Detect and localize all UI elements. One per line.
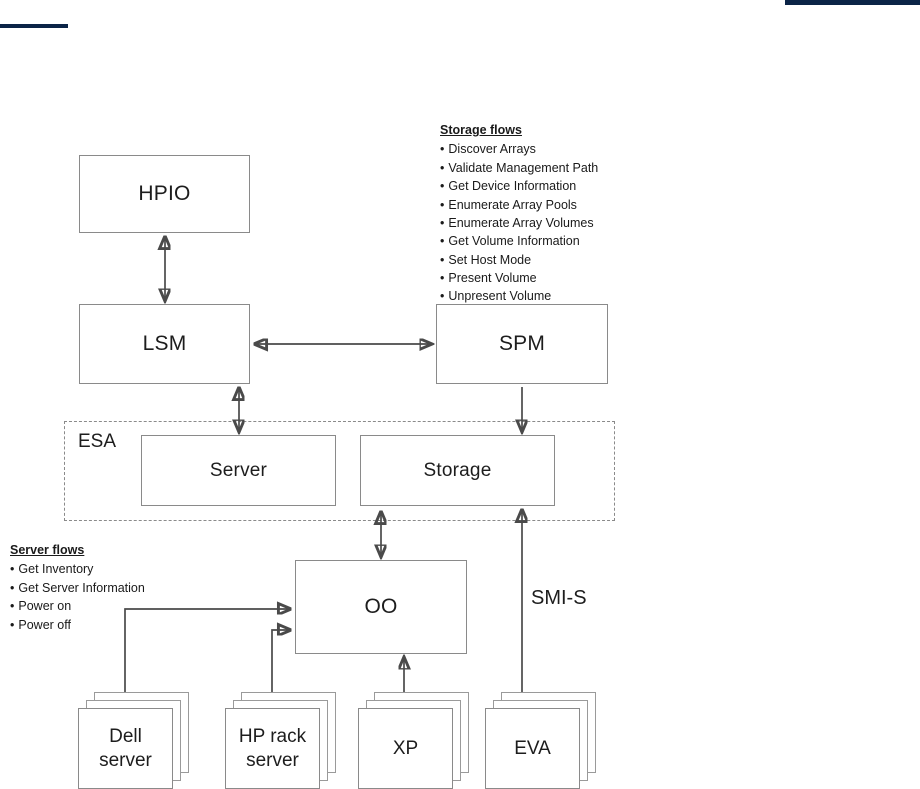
device-label-xp[interactable]: XP	[358, 708, 453, 789]
node-spm[interactable]: SPM	[436, 304, 608, 384]
storage-flow-item: Get Volume Information	[440, 232, 598, 250]
storage-flow-item: Discover Arrays	[440, 140, 598, 158]
storage-flow-item: Present Volume	[440, 269, 598, 287]
esa-group-boundary	[64, 421, 615, 521]
esa-group-label: ESA	[78, 431, 117, 452]
storage-flow-item: Set Host Mode	[440, 251, 598, 269]
server-flow-item: Get Inventory	[10, 560, 145, 578]
device-line-2: server	[99, 749, 152, 771]
server-flows-list: Get Inventory Get Server Information Pow…	[10, 560, 145, 634]
storage-flows-list: Discover Arrays Validate Management Path…	[440, 140, 598, 305]
storage-flow-item: Get Device Information	[440, 177, 598, 195]
server-flow-item: Power off	[10, 616, 145, 634]
edge-label-smis: SMI-S	[531, 587, 587, 609]
server-flow-item: Get Server Information	[10, 579, 144, 597]
storage-flows-note: Storage flows Discover Arrays Validate M…	[440, 121, 598, 306]
stack-xp[interactable]: XP	[358, 692, 469, 789]
node-storage[interactable]: Storage	[360, 435, 555, 506]
storage-flow-item: Enumerate Array Volumes	[440, 214, 598, 232]
storage-flows-title: Storage flows	[440, 123, 522, 137]
storage-flow-item: Unpresent Volume	[440, 287, 598, 305]
device-line-1: XP	[392, 737, 419, 759]
top-right-rule	[785, 0, 920, 5]
device-line-1: Dell	[109, 726, 142, 748]
node-server[interactable]: Server	[141, 435, 336, 506]
device-line-1: HP rack	[238, 726, 307, 748]
server-flows-note: Server flows Get Inventory Get Server In…	[10, 541, 145, 634]
storage-flow-item: Enumerate Array Pools	[440, 196, 598, 214]
node-oo[interactable]: OO	[295, 560, 467, 654]
node-lsm[interactable]: LSM	[79, 304, 250, 384]
server-flow-item: Power on	[10, 597, 145, 615]
device-line-1: EVA	[514, 737, 551, 759]
node-hpio[interactable]: HPIO	[79, 155, 250, 233]
device-line-2: server	[246, 749, 299, 771]
device-label-eva[interactable]: EVA	[485, 708, 580, 789]
stack-dell-server[interactable]: Dell server	[78, 692, 189, 789]
storage-flow-item: Validate Management Path	[440, 159, 598, 177]
stack-eva[interactable]: EVA	[485, 692, 596, 789]
stack-hp-rack-server[interactable]: HP rack server	[225, 692, 336, 789]
edge-oo-dell	[125, 609, 291, 705]
device-label-hp-rack-server[interactable]: HP rack server	[225, 708, 320, 789]
server-flows-title: Server flows	[10, 543, 85, 557]
device-label-dell-server[interactable]: Dell server	[78, 708, 173, 789]
top-left-rule	[0, 24, 68, 28]
